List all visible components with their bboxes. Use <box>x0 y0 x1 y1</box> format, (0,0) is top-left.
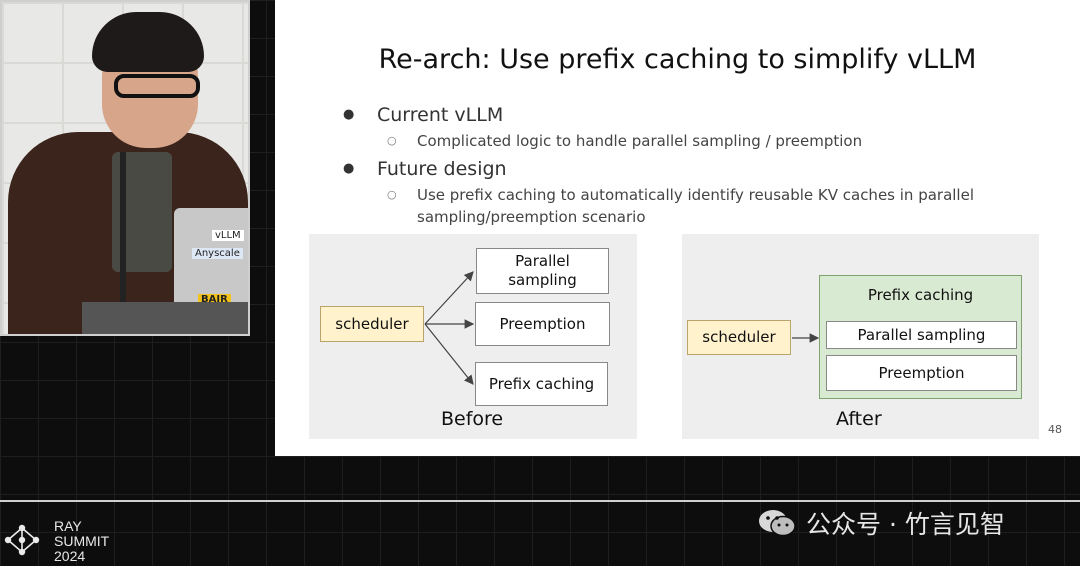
bullet-future-design: Future design <box>343 156 1043 182</box>
event-line-summit: SUMMIT <box>54 533 110 549</box>
after-scheduler-box: scheduler <box>687 320 791 355</box>
microphone <box>120 152 126 322</box>
after-preemption-box: Preemption <box>826 355 1017 391</box>
bullet-current-vllm: Current vLLM <box>343 102 1043 128</box>
laptop-sticker-vllm: vLLM <box>212 230 244 241</box>
event-line-ray: RAY <box>54 518 82 534</box>
sub-bullet-future-design: Use prefix caching to automatically iden… <box>343 184 1043 228</box>
before-parallel-sampling-box: Parallel sampling <box>476 248 609 294</box>
before-arrows <box>424 271 475 385</box>
laptop-sticker-bair: BAIR <box>198 294 231 305</box>
wechat-watermark: 公众号 · 竹言见智 <box>758 506 1005 540</box>
event-name: RAY SUMMIT 2024 <box>54 519 109 564</box>
after-arrow <box>792 333 820 343</box>
before-diagram: scheduler Parallel sampling Preemption P… <box>309 234 637 439</box>
arrow-to-prefix-caching <box>424 323 474 385</box>
event-line-year: 2024 <box>54 548 86 564</box>
slide-page-number: 48 <box>1048 423 1062 436</box>
after-parallel-sampling-box: Parallel sampling <box>826 321 1017 349</box>
sub-bullet-current-vllm: Complicated logic to handle parallel sam… <box>343 130 1043 152</box>
ray-logo-icon <box>4 524 40 556</box>
bullet-list: Current vLLM Complicated logic to handle… <box>343 102 1043 232</box>
slide-title: Re-arch: Use prefix caching to simplify … <box>378 44 977 75</box>
arrow-to-parallel-sampling <box>424 271 474 325</box>
wechat-icon <box>759 510 796 537</box>
before-scheduler-box: scheduler <box>320 306 424 342</box>
prefix-caching-group: Prefix caching Parallel sampling Preempt… <box>819 275 1022 399</box>
prefix-caching-group-title: Prefix caching <box>867 286 974 304</box>
before-caption: Before <box>441 408 504 430</box>
after-diagram: scheduler Prefix caching Parallel sampli… <box>682 234 1039 439</box>
watermark-text: 公众号 · 竹言见智 <box>806 510 1005 539</box>
after-caption: After <box>836 408 882 430</box>
presentation-slide: Re-arch: Use prefix caching to simplify … <box>275 0 1080 456</box>
speaker-video: vLLM Anyscale BAIR <box>0 0 250 336</box>
laptop-sticker-anyscale: Anyscale <box>192 248 243 259</box>
before-prefix-caching-box: Prefix caching <box>475 362 608 406</box>
bottom-divider <box>0 500 1080 502</box>
before-preemption-box: Preemption <box>475 302 610 346</box>
podium <box>82 302 248 334</box>
